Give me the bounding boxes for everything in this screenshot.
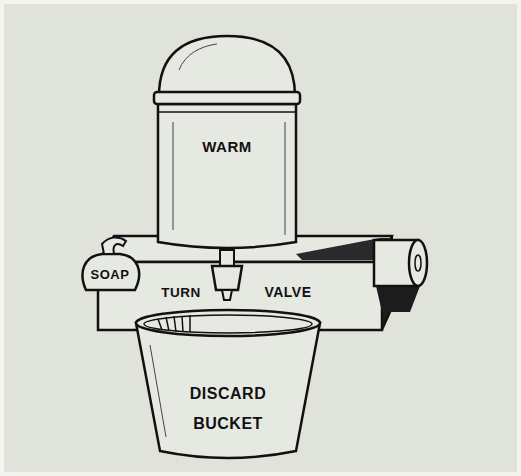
label-text: WARM [167, 138, 287, 156]
wash-stand-part [220, 250, 234, 266]
soap-bag-part [83, 254, 140, 290]
discard-bucket-part [150, 345, 166, 437]
water-container-part [158, 104, 296, 248]
water-container-part [173, 122, 174, 230]
discard-bucket-part [136, 310, 320, 336]
label-text: DISCARD BUCKET [172, 379, 284, 439]
wash-stand-part [212, 266, 242, 290]
discard-bucket-part [144, 315, 312, 333]
soap-bag-outline [78, 232, 143, 294]
paper-ground [4, 4, 517, 472]
discard-bucket: DISCARD BUCKET [128, 305, 328, 465]
water-container-part [158, 111, 296, 113]
soap-bag: SOAP [78, 232, 143, 294]
discard-bucket-part [136, 323, 320, 458]
wash-stand-part [409, 240, 427, 286]
label-text: VALVE [262, 284, 314, 301]
label-text: SOAP [84, 267, 136, 283]
wash-stand-part [415, 255, 421, 271]
label-text: TURN [161, 284, 201, 301]
water-container-part [159, 36, 295, 96]
water-container-part [285, 122, 286, 235]
water-container-part [154, 92, 300, 104]
water-container-part [179, 44, 217, 70]
discard-bucket-part [158, 315, 190, 332]
wash-stand-part [376, 286, 420, 312]
wash-stand-part [222, 290, 232, 300]
water-container: WARM [145, 30, 310, 258]
wash-stand-part [98, 236, 392, 262]
